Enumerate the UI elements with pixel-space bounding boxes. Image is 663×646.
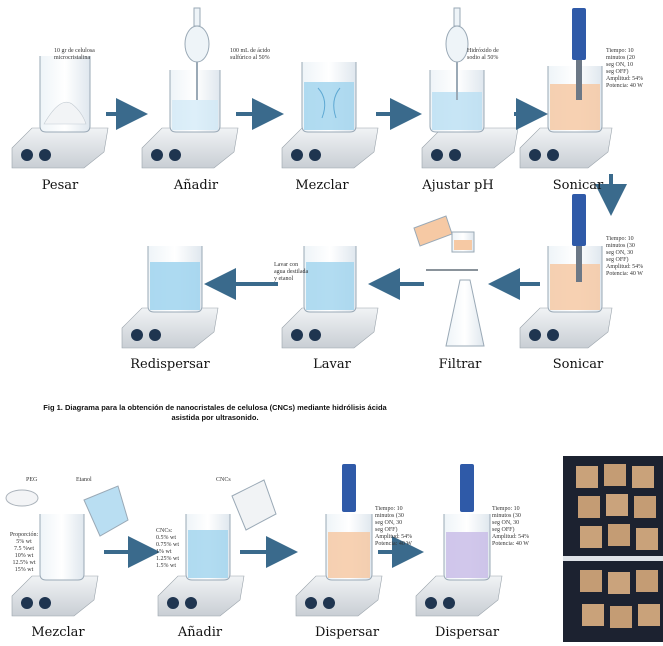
fig2-label-anadir: Añadir [177, 625, 223, 640]
label-redispersar: Redispersar [130, 357, 210, 372]
note-pesar: 10 gr de celulosa microcristalina [54, 48, 95, 61]
fig2-station-dispersar-2 [415, 464, 503, 617]
note-cncs: CNCs: 0.5% wt 0.75% wt 1% wt 1.25% wt 1.… [156, 528, 179, 569]
label-mezclar: Mezclar [295, 178, 349, 193]
note-ajustar-ph: Hidróxido de sodio al 50% [467, 48, 499, 61]
label-ajustar-ph: Ajustar pH [422, 178, 494, 193]
label-sonicar-1: Sonicar [552, 178, 604, 193]
peg-label: PEG [26, 477, 38, 483]
label-anadir: Añadir [173, 178, 219, 193]
station-mezclar [281, 62, 379, 169]
station-filtrar [413, 215, 485, 347]
note-sonicar-1: Tiempo: 10 minutos (20 seg ON, 10 seg OF… [606, 48, 644, 89]
note-sonicar-2: Tiempo: 10 minutos (30 seg ON, 30 seg OF… [606, 236, 644, 277]
station-pesar [11, 56, 109, 169]
station-anadir [141, 7, 239, 169]
samples-photo [563, 456, 663, 642]
station-ajustar-ph [421, 7, 519, 169]
label-filtrar: Filtrar [438, 357, 482, 372]
label-pesar: Pesar [41, 178, 79, 193]
note-dispersar-2: Tiempo: 10 minutos (30 seg ON, 30 seg OF… [492, 506, 530, 547]
label-lavar: Lavar [313, 357, 351, 372]
etanol-label: Etanol [76, 477, 92, 483]
fig2-station-mezclar [5, 485, 129, 617]
station-lavar [281, 246, 379, 349]
note-proporcion: Proporción: 5% wt 7.5 %wt 10% wt 12.5% w… [9, 532, 39, 573]
label-sonicar-2: Sonicar [552, 357, 604, 372]
note-lavar: Lavar con agua destilada y etanol [274, 262, 309, 282]
fig2-label-mezclar: Mezclar [31, 625, 85, 640]
cncs-label: CNCs [216, 477, 231, 483]
station-sonicar-2 [519, 194, 613, 349]
station-sonicar-1 [519, 8, 613, 169]
fig2-station-anadir [157, 479, 277, 617]
note-dispersar-1: Tiempo: 10 minutos (30 seg ON, 30 seg OF… [375, 506, 413, 547]
fig2-label-dispersar-1: Dispersar [314, 625, 380, 640]
station-redispersar [121, 246, 219, 349]
note-anadir: 100 mL de ácido sulfúrico al 50% [230, 48, 271, 61]
fig2-label-dispersar-2: Dispersar [434, 625, 500, 640]
fig2-station-dispersar-1 [295, 464, 383, 617]
figure-caption: Fig 1. Diagrama para la obtención de nan… [43, 403, 387, 422]
